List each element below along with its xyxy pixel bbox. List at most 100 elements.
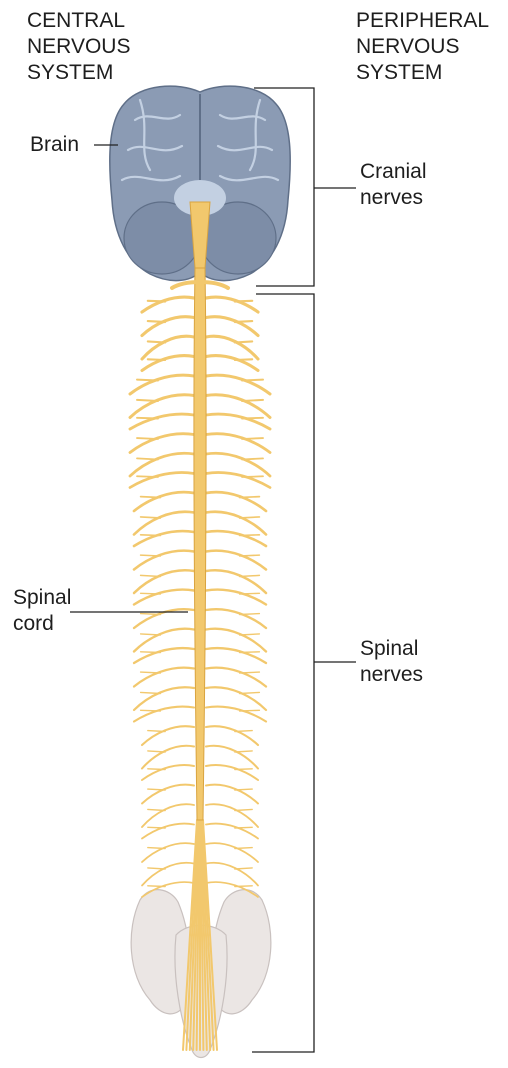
spinal-nerve-branch bbox=[206, 785, 258, 804]
spinal-nerve-twig bbox=[240, 672, 260, 673]
spinal-nerve-twig bbox=[242, 458, 263, 459]
spinal-nerve-twig bbox=[240, 535, 260, 536]
spinal-nerve-twig bbox=[235, 848, 252, 849]
central-nervous-system-heading: CENTRAL NERVOUS SYSTEM bbox=[27, 8, 130, 86]
spinal-nerve-branch bbox=[206, 609, 266, 628]
spinal-nerve-twig bbox=[240, 593, 260, 594]
spinal-nerve-branch bbox=[142, 726, 194, 745]
spinal-nerve-twig bbox=[240, 652, 260, 653]
spinal-nerve-twig bbox=[141, 535, 161, 536]
spinal-nerve-branch bbox=[142, 843, 194, 862]
spinal-nerve-twig bbox=[148, 301, 165, 302]
spinal-nerve-twig bbox=[235, 359, 252, 360]
spinal-nerve-twig bbox=[148, 359, 165, 360]
spinal-nerve-twig bbox=[235, 886, 252, 887]
spinal-nerve-twig bbox=[148, 848, 165, 849]
spinal-nerve-branch bbox=[206, 317, 258, 336]
spinal-nerve-twig bbox=[141, 497, 161, 498]
spinal-nerve-twig bbox=[141, 710, 161, 711]
spinal-nerve-branch bbox=[206, 434, 270, 453]
spinal-nerve-branch bbox=[142, 785, 194, 804]
spinal-nerve-twig bbox=[242, 380, 263, 381]
spinal-nerve-twig bbox=[141, 593, 161, 594]
spinal-nerve-branch bbox=[206, 590, 266, 605]
spinal-nerve-twig bbox=[148, 886, 165, 887]
spinal-nerve-branch bbox=[206, 765, 258, 780]
spinal-nerve-twig bbox=[137, 418, 158, 419]
spinal-nerve-twig bbox=[235, 731, 252, 732]
spinal-nerve-branch bbox=[130, 375, 194, 394]
spinal-nerve-twig bbox=[148, 809, 165, 810]
spinal-nerve-branch bbox=[206, 648, 266, 663]
spinal-nerve-twig bbox=[242, 438, 263, 439]
spinal-nerve-twig bbox=[148, 731, 165, 732]
spinal-nerve-branch bbox=[134, 648, 194, 663]
spinal-nerve-branch bbox=[206, 473, 270, 488]
spinal-nerve-twig bbox=[148, 827, 165, 828]
spinal-nerve-branch bbox=[134, 492, 194, 511]
spinal-nerve-twig bbox=[137, 438, 158, 439]
spinal-nerve-branch bbox=[206, 531, 266, 546]
cranial-nerves-label: Cranial nerves bbox=[360, 159, 427, 211]
spinal-nerve-branch bbox=[134, 707, 194, 722]
spinal-nerve-twig bbox=[242, 418, 263, 419]
spinal-nerve-branch bbox=[206, 843, 258, 862]
spinal-nerve-branch bbox=[130, 434, 194, 453]
spinal-nerve-twig bbox=[137, 476, 158, 477]
spinal-nerve-twig bbox=[141, 672, 161, 673]
spinal-nerve-twig bbox=[235, 809, 252, 810]
spinal-nerves-label: Spinal nerves bbox=[360, 636, 423, 688]
spinal-nerve-twig bbox=[137, 458, 158, 459]
spinal-nerve-branch bbox=[130, 414, 194, 429]
spinal-nerve-twig bbox=[137, 400, 158, 401]
spinal-nerve-branch bbox=[130, 473, 194, 488]
spinal-nerve-twig bbox=[240, 710, 260, 711]
spinal-nerve-twig bbox=[235, 321, 252, 322]
spinal-nerve-twig bbox=[148, 769, 165, 770]
spinal-nerve-twig bbox=[235, 789, 252, 790]
spinal-cord-shape bbox=[194, 268, 206, 820]
spinal-nerve-twig bbox=[240, 555, 260, 556]
spinal-nerve-branch bbox=[206, 668, 266, 687]
spinal-nerve-twig bbox=[235, 341, 252, 342]
spinal-nerve-twig bbox=[242, 476, 263, 477]
spinal-nerve-branch bbox=[206, 707, 266, 722]
spinal-nerve-twig bbox=[242, 400, 263, 401]
peripheral-nervous-system-heading: PERIPHERAL NERVOUS SYSTEM bbox=[356, 8, 489, 86]
spinal-nerve-twig bbox=[240, 517, 260, 518]
spinal-nerve-branch bbox=[206, 551, 266, 570]
spinal-nerve-twig bbox=[235, 769, 252, 770]
spinal-cord-label: Spinal cord bbox=[13, 585, 71, 637]
spinal-nerve-branch bbox=[142, 356, 194, 371]
spinal-nerve-twig bbox=[240, 614, 260, 615]
spinal-nerve-branch bbox=[134, 590, 194, 605]
spinal-nerve-branch bbox=[206, 356, 258, 371]
spinal-nerve-twig bbox=[141, 555, 161, 556]
spinal-nerve-branch bbox=[206, 726, 258, 745]
brain-label: Brain bbox=[30, 132, 79, 158]
spinal-nerve-twig bbox=[148, 341, 165, 342]
spinal-nerve-branch bbox=[134, 531, 194, 546]
spinal-nerve-twig bbox=[148, 868, 165, 869]
spinal-nerve-twig bbox=[141, 652, 161, 653]
spinal-nerve-branch bbox=[142, 824, 194, 839]
spinal-nerve-branch bbox=[142, 765, 194, 780]
spinal-nerve-branch bbox=[134, 668, 194, 687]
spinal-nerve-twig bbox=[141, 517, 161, 518]
spinal-nerve-branch bbox=[142, 317, 194, 336]
spinal-nerve-branch bbox=[206, 492, 266, 511]
spinal-nerve-branch bbox=[142, 297, 194, 312]
spinal-nerve-branch bbox=[134, 551, 194, 570]
spinal-nerve-twig bbox=[240, 497, 260, 498]
spinal-nerve-twig bbox=[137, 380, 158, 381]
spinal-nerve-branch bbox=[206, 824, 258, 839]
spinal-nerve-twig bbox=[235, 868, 252, 869]
spinal-nerve-twig bbox=[148, 321, 165, 322]
spinal-nerve-twig bbox=[148, 789, 165, 790]
spinal-nerve-branch bbox=[206, 375, 270, 394]
spinal-nerve-branch bbox=[206, 297, 258, 312]
spinal-nerve-twig bbox=[141, 614, 161, 615]
spinal-nerve-branch bbox=[206, 414, 270, 429]
